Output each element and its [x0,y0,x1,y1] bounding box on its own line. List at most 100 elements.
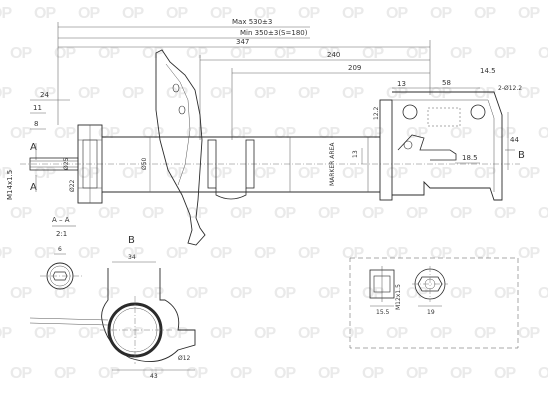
watermark-op-logo: OP [34,165,56,182]
dim-15-5-label: 15.5 [376,309,390,316]
watermark-op-logo: OP [230,125,252,142]
watermark-op-logo: OP [254,5,276,22]
watermark-op-logo: OP [494,285,516,302]
watermark-op-logo: OP [342,325,364,342]
dim-11-label: 11 [33,104,42,112]
watermark-op-logo: OP [474,325,496,342]
section-aa-detail: A – A 2:1 6 [40,216,82,290]
dim-6-label: 6 [58,246,62,253]
dim-m14-label: M14x1.5 [6,170,14,200]
watermark-op-logo: OP [518,325,540,342]
watermark-op-logo: OP [362,205,384,222]
watermark-op-logo: OP [274,205,296,222]
watermark-op-logo: OP [450,365,472,382]
watermark-op-logo: OP [298,245,320,262]
watermark-op-logo: OP [166,325,188,342]
watermark-op-logo: OP [318,45,340,62]
watermark-op-logo: OP [254,325,276,342]
watermark-op-logo: OP [254,245,276,262]
watermark-op-logo: OP [210,245,232,262]
watermark-op-logo: OP [274,45,296,62]
dim-phi22-label: Ø22 [69,179,76,192]
view-b-title: B [128,235,135,246]
watermark-op-logo: OP [166,5,188,22]
watermark-op-logo: OP [230,285,252,302]
watermark-op-logo: OP [474,165,496,182]
dim-347-label: 347 [236,38,249,46]
dim-13-side-label: 13 [352,150,359,158]
dim-209-label: 209 [348,64,361,72]
watermark-op-logo: OP [98,205,120,222]
knuckle-bracket: 13 58 14.5 2-Ø12.2 12.2 18.5 44 B [373,67,525,201]
section-aa-scale: 2:1 [56,230,67,238]
watermark-op-logo: OP [518,5,540,22]
watermark-op-logo: OP [518,165,540,182]
watermark-op-logo: OP [538,205,548,222]
watermark-op-logo: OP [406,365,428,382]
watermark-op-logo: OP [186,365,208,382]
watermark-op-logo: OP [98,125,120,142]
watermark-op-logo: OP [386,85,408,102]
watermark-op-logo: OP [298,325,320,342]
watermark-op-logo: OP [186,125,208,142]
watermark-op-logo: OP [10,365,32,382]
watermark-op-logo: OP [406,45,428,62]
watermark-op-logo: OP [78,5,100,22]
watermark-op-logo: OP [494,125,516,142]
watermark-op-logo: OP [230,365,252,382]
watermark-op-logo: OP [254,165,276,182]
watermark-op-logo: OP [230,45,252,62]
dim-phi25-label: Ø25 [63,157,70,170]
watermark-op-logo: OP [474,85,496,102]
watermark-op-logo: OP [386,325,408,342]
watermark-op-logo: OP [538,365,548,382]
watermark-op-logo: OP [430,5,452,22]
watermark-op-logo: OP [78,325,100,342]
watermark-op-logo: OP [538,285,548,302]
watermark-op-logo: OP [0,165,12,182]
watermark-op-logo: OP [186,285,208,302]
watermark-op-logo: OP [142,205,164,222]
watermark-op-logo: OP [78,245,100,262]
watermark-op-logo: OP [386,5,408,22]
watermark-op-logo: OP [186,45,208,62]
watermark-op-logo: OP [450,125,472,142]
watermark-op-logo: OP [122,325,144,342]
watermark-op-logo: OP [166,85,188,102]
watermark-op-logo: OP [450,45,472,62]
nut-detail: M12x1.5 15.5 19 [349,257,519,349]
dim-13-top-label: 13 [397,80,406,88]
shock-main-body: Ø50 MARKER AREA 13 [20,124,520,204]
left-dimensions: 24 11 8 M14x1.5 Ø25 Ø22 A A [6,91,76,200]
watermark-op-logo: OP [318,285,340,302]
watermark-op-logo: OP [342,85,364,102]
watermark-op-logo: OP [450,285,472,302]
watermark-op-logo: OP [10,125,32,142]
dim-58-label: 58 [442,79,451,87]
watermark-op-logo: OP [10,45,32,62]
watermark-op-logo: OP [430,165,452,182]
watermark-op-logo: OP [254,85,276,102]
watermark-op-logo: OP [298,5,320,22]
watermark-op-logo: OP [210,85,232,102]
watermark-op-logo: OP [0,85,12,102]
watermark-op-logo: OP [274,125,296,142]
watermark-op-logo: OP [54,125,76,142]
view-b-detail: B 34 43 Ø12 [29,235,196,380]
watermark-op-logo: OP [98,45,120,62]
watermark-op-logo: OP [210,5,232,22]
watermark-op-logo: OP [10,205,32,222]
dim-43-label: 43 [150,373,158,380]
watermark-op-logo: OP [142,45,164,62]
watermark-op-logo: OP [78,165,100,182]
watermark-op-logo: OP [34,5,56,22]
dim-8-label: 8 [34,120,38,128]
watermark-op-logo: OP [430,85,452,102]
watermark-op-logo: OP [342,5,364,22]
watermark-op-logo: OP [298,85,320,102]
watermark-op-logo: OP [0,5,12,22]
watermark-op-logo: OP [430,325,452,342]
dim-phi50-label: Ø50 [141,157,148,170]
min-length-label: Min 350±3(S=180) [240,29,308,37]
